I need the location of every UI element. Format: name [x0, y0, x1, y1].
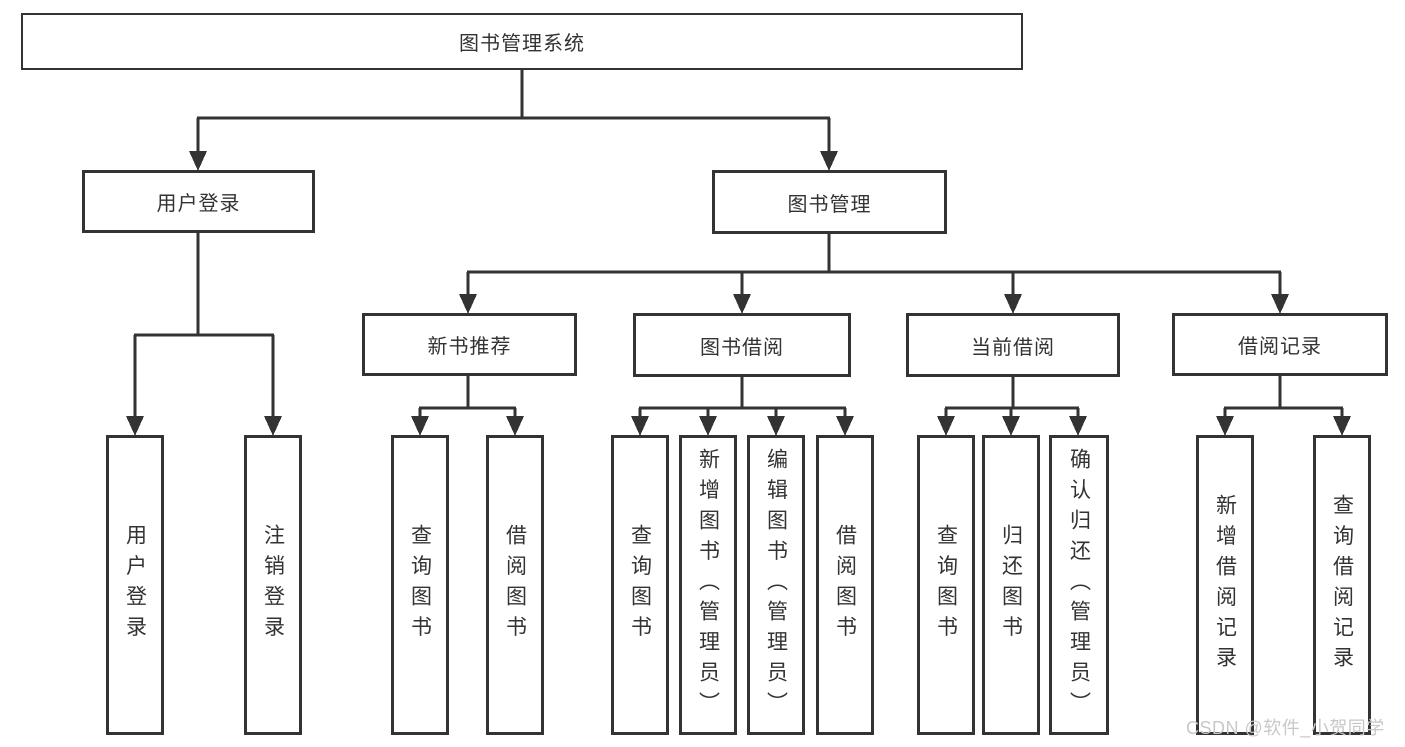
- leaf-query-borrow-record: 查询借阅记录: [1313, 435, 1371, 735]
- node-label: 图书管理: [787, 193, 872, 216]
- node-label: 图书借阅: [700, 336, 784, 359]
- leaf-label: 查询图书: [628, 524, 652, 646]
- leaf-add-books-admin: 新增图书（管理员）: [679, 435, 737, 735]
- leaf-query-books-recommend: 查询图书: [391, 435, 449, 735]
- node-user-login: 用户登录: [82, 170, 315, 233]
- leaf-query-books-current: 查询图书: [917, 435, 975, 735]
- node-label: 当前借阅: [971, 336, 1055, 359]
- leaf-label: 查询图书: [934, 524, 958, 646]
- csdn-watermark: CSDN @软件_小贺同学: [1186, 718, 1385, 738]
- leaf-return-books: 归还图书: [982, 435, 1040, 735]
- connector-borrow-record-to-leaves: [1216, 375, 1351, 436]
- connector-current-borrow-to-leaves: [937, 376, 1087, 436]
- node-new-book-recommend: 新书推荐: [362, 313, 577, 376]
- leaf-borrow-books-recommend: 借阅图书: [486, 435, 544, 735]
- leaf-label: 新增借阅记录: [1213, 493, 1237, 677]
- node-book-borrow: 图书借阅: [633, 313, 851, 377]
- connector-user-login-to-leaves: [126, 233, 282, 436]
- leaf-add-borrow-record: 新增借阅记录: [1196, 435, 1254, 735]
- leaf-label: 编辑图书（管理员）: [764, 447, 788, 723]
- leaf-logout: 注销登录: [244, 435, 302, 735]
- leaf-confirm-return-admin: 确认归还（管理员）: [1049, 435, 1109, 735]
- leaf-label: 归还图书: [999, 524, 1023, 646]
- leaf-label: 查询图书: [408, 524, 432, 646]
- node-root-library-system: 图书管理系统: [21, 13, 1023, 70]
- leaf-label: 查询借阅记录: [1330, 493, 1354, 677]
- connector-book-mgmt-to-level3: [459, 234, 1289, 314]
- node-label: 用户登录: [156, 193, 241, 215]
- node-label: 图书管理系统: [459, 33, 585, 55]
- node-borrow-record: 借阅记录: [1172, 313, 1388, 376]
- leaf-query-books-borrow: 查询图书: [611, 435, 669, 735]
- leaf-label: 借阅图书: [503, 524, 527, 646]
- leaf-label: 确认归还（管理员）: [1067, 447, 1091, 723]
- leaf-borrow-books: 借阅图书: [816, 435, 874, 735]
- connector-new-book-to-leaves: [411, 376, 524, 436]
- leaf-label: 注销登录: [261, 524, 285, 646]
- node-label: 借阅记录: [1238, 336, 1322, 358]
- node-current-borrow: 当前借阅: [906, 313, 1120, 377]
- leaf-label: 新增图书（管理员）: [696, 447, 720, 723]
- connector-root-to-level2: [189, 70, 838, 171]
- leaf-edit-books-admin: 编辑图书（管理员）: [747, 435, 805, 735]
- connector-book-borrow-to-leaves: [631, 376, 854, 436]
- node-label: 新书推荐: [427, 336, 512, 358]
- leaf-user-login: 用户登录: [106, 435, 164, 735]
- leaf-label: 借阅图书: [833, 524, 857, 646]
- node-book-management: 图书管理: [712, 170, 947, 234]
- leaf-label: 用户登录: [123, 524, 147, 646]
